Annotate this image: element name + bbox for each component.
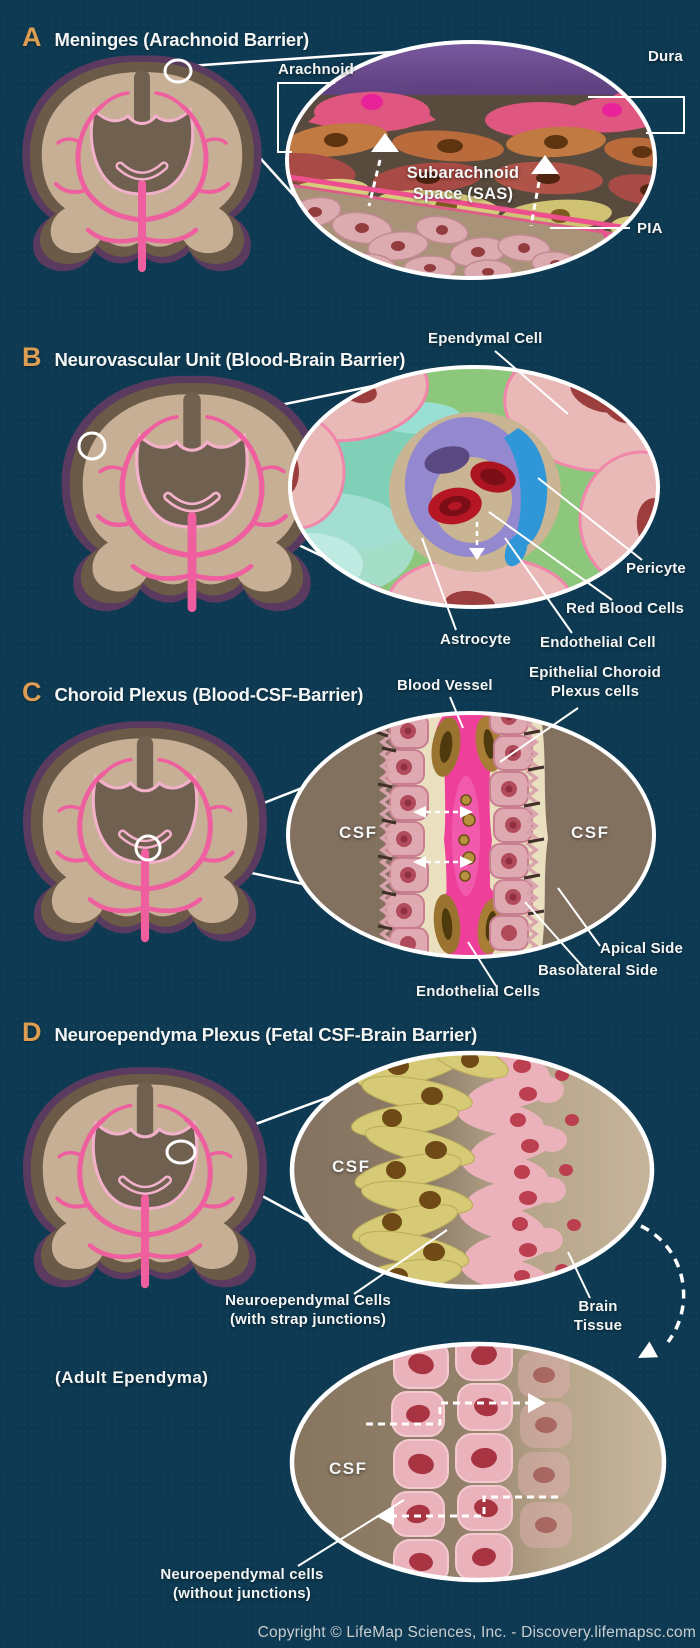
brain-tissue-label: Brain Tissue (573, 1298, 623, 1334)
basolateral-side-label: Basolateral Side (538, 962, 658, 979)
red-blood-cells-label: Red Blood Cells (566, 600, 685, 617)
pointer-line-d2 (297, 1499, 405, 1567)
epithelial-choroid-label: Epithelial Choroid Plexus cells (529, 664, 661, 700)
ependymal-cell-label: Ependymal Cell (428, 330, 543, 347)
csf-fetal-label: CSF (332, 1157, 371, 1176)
apical-side-label: Apical Side (600, 940, 684, 957)
adult-ependyma-label: (Adult Ependyma) (55, 1368, 209, 1387)
astrocyte-label: Astrocyte (440, 631, 511, 648)
endothelial-cells-art (431, 716, 505, 954)
section-a-letter: A (22, 22, 42, 52)
section-c-header: C Choroid Plexus (Blood-CSF-Barrier) (22, 679, 363, 706)
section-c-title: Choroid Plexus (Blood-CSF-Barrier) (54, 684, 364, 705)
section-a-title: Meninges (Arachnoid Barrier) (54, 29, 310, 50)
fetal-to-adult-arrow (638, 1224, 686, 1358)
section-b-letter: B (22, 342, 42, 372)
csf-left-label: CSF (339, 823, 378, 842)
pericyte-label: Pericyte (626, 560, 686, 577)
section-d-letter: D (22, 1017, 42, 1047)
pointer-lines-d1 (353, 1229, 591, 1299)
section-b-title: Neurovascular Unit (Blood-Brain Barrier) (54, 349, 406, 370)
csf-right-label: CSF (571, 823, 610, 842)
csf-adult-label: CSF (329, 1459, 368, 1478)
arachnoid-label: Arachnoid (278, 61, 354, 78)
sas-arrows (367, 133, 559, 227)
section-d-header: D Neuroependyma Plexus (Fetal CSF-Brain … (22, 1019, 477, 1046)
transport-arrows-c (413, 806, 473, 868)
copyright-text: Copyright © LifeMap Sciences, Inc. - Dis… (257, 1624, 696, 1641)
zoom-marker-circles (77, 58, 197, 1165)
inset-neuroependyma-fetal (289, 1050, 655, 1299)
neuroependymal-cells-adult-label: Neuroependymal cells (without junctions) (160, 1566, 324, 1602)
dura-bracket (588, 96, 685, 134)
dura-label: Dura (648, 48, 683, 65)
section-a-header: A Meninges (Arachnoid Barrier) (22, 24, 309, 51)
brain-coronal-b (62, 376, 323, 611)
brain-coronal-a (22, 55, 261, 271)
brain-coronal-d (23, 1067, 267, 1287)
inset-choroid-plexus (286, 696, 656, 987)
section-d-title: Neuroependyma Plexus (Fetal CSF-Brain Ba… (54, 1024, 478, 1045)
section-b-header: B Neurovascular Unit (Blood-Brain Barrie… (22, 344, 405, 371)
pia-label: PIA (637, 220, 663, 237)
brain-coronal-c (23, 721, 267, 941)
pointer-lines-c (449, 696, 601, 987)
endothelial-cell-label: Endothelial Cell (540, 634, 656, 651)
blood-vessel-label: Blood Vessel (397, 677, 493, 694)
csf-flow-arrows (366, 1401, 558, 1518)
arachnoid-bracket (277, 82, 335, 153)
pointer-lines-b (421, 350, 643, 634)
red-blood-cells-art (428, 461, 516, 525)
inset-adult-ependyma (289, 1341, 667, 1583)
section-c-letter: C (22, 677, 42, 707)
neuroependymal-cells-label: Neuroependymal Cells (with strap junctio… (225, 1292, 391, 1328)
endothelial-cells-label: Endothelial Cells (416, 983, 541, 1000)
subarachnoid-space-label: Subarachnoid Space (SAS) (406, 164, 520, 203)
